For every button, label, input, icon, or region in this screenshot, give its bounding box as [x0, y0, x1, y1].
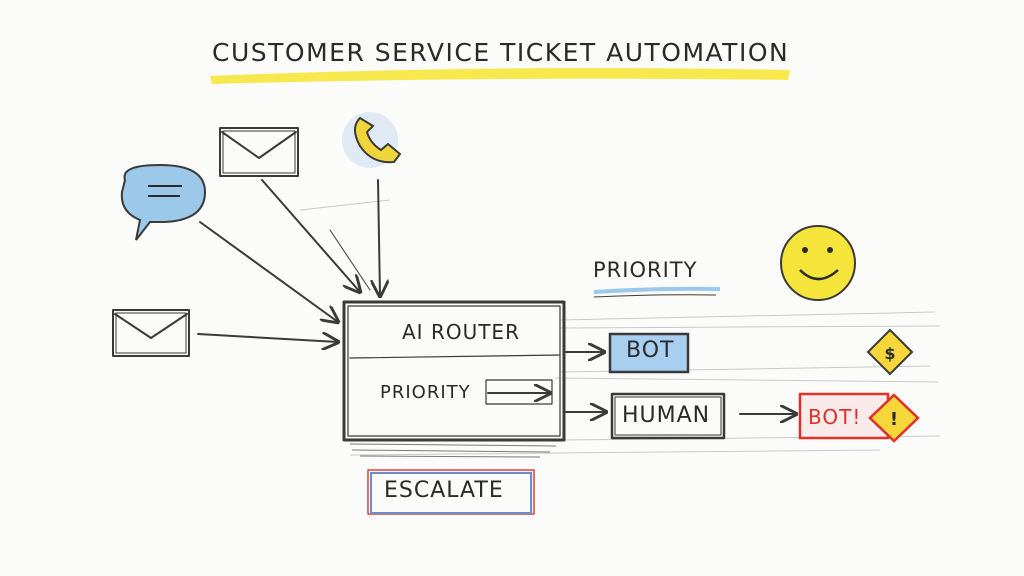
smiley-icon: [780, 225, 856, 301]
priority-inside-label: PRIORITY: [380, 382, 471, 403]
chat-bubble-icon: [120, 163, 207, 241]
priority-label: PRIORITY: [593, 258, 698, 282]
bot-alert-label: BOT!: [808, 405, 862, 429]
priority-arrow: [485, 379, 553, 405]
router-label: AI ROUTER: [402, 320, 520, 344]
bot-box: [608, 332, 690, 374]
svg-text:$: $: [884, 344, 895, 363]
svg-text:!: !: [890, 409, 898, 430]
router-box: [342, 300, 566, 442]
phone-icon: [342, 112, 402, 168]
router-shadow-hatch: [349, 443, 557, 458]
input-arrows: [197, 179, 380, 342]
human-box: [610, 392, 726, 440]
priority-underline: [593, 294, 717, 298]
escalate-box: [367, 469, 535, 515]
diagram-title: CUSTOMER SERVICE TICKET AUTOMATION: [212, 38, 790, 67]
email-icon: [112, 309, 190, 357]
escalate-label: ESCALATE: [384, 478, 504, 503]
priority-underline: [593, 286, 721, 294]
human-label: HUMAN: [622, 403, 711, 428]
warning-diamond-icon: !: [868, 393, 920, 443]
bot-alert-box: [798, 392, 890, 440]
email-icon: [219, 127, 299, 177]
bot-label: BOT: [626, 338, 675, 363]
warning-diamond-icon: $: [866, 328, 914, 376]
title-highlight: [210, 68, 790, 84]
